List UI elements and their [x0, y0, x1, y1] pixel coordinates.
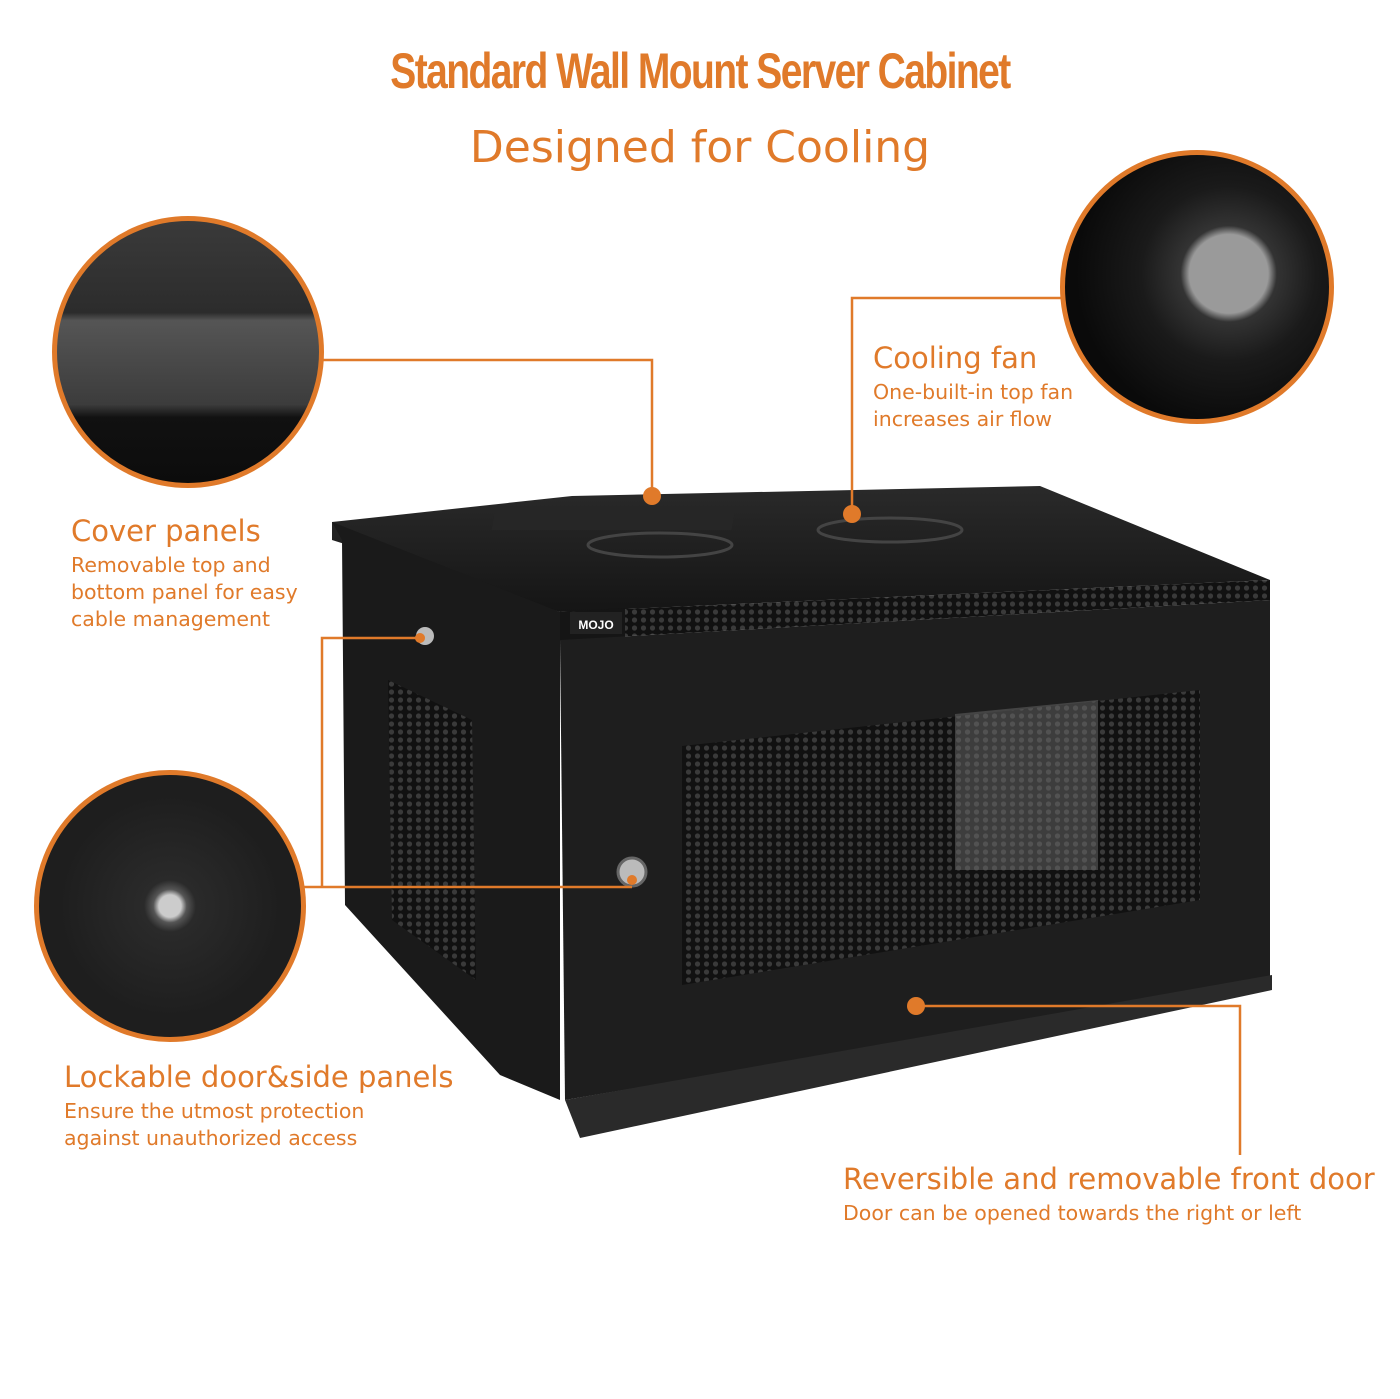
feature-title: Cover panels	[71, 514, 261, 548]
detail-circle-cover-panels	[52, 216, 324, 488]
feature-desc-line: cable management	[71, 607, 270, 631]
feature-title: Lockable door&side panels	[64, 1060, 454, 1094]
feature-desc-line: increases air flow	[873, 407, 1053, 431]
feature-lockable: Lockable door&side panels Ensure the utm…	[64, 1060, 454, 1152]
feature-title: Reversible and removable front door	[843, 1162, 1375, 1196]
feature-title: Cooling fan	[873, 341, 1038, 375]
feature-desc-line: Ensure the utmost protection	[64, 1099, 365, 1123]
detail-circle-cooling-fan	[1060, 150, 1334, 424]
callout-lines	[300, 296, 1242, 1155]
feature-cooling-fan: Cooling fan One-built-in top fan increase…	[873, 341, 1073, 433]
brand-logo: MOJO	[578, 618, 613, 632]
callout-dots	[415, 487, 925, 1015]
feature-desc-line: against unauthorized access	[64, 1126, 358, 1150]
feature-desc-line: One-built-in top fan	[873, 380, 1074, 404]
feature-desc-line: Removable top and	[71, 553, 271, 577]
feature-front-door: Reversible and removable front door Door…	[843, 1162, 1375, 1227]
page-subtitle: Designed for Cooling	[469, 122, 931, 173]
detail-circle-lock	[34, 770, 306, 1042]
page-title: Standard Wall Mount Server Cabinet	[390, 43, 1011, 99]
feature-desc-line: bottom panel for easy	[71, 580, 298, 604]
feature-cover-panels: Cover panels Removable top and bottom pan…	[71, 514, 298, 633]
feature-desc-line: Door can be opened towards the right or …	[843, 1201, 1302, 1225]
